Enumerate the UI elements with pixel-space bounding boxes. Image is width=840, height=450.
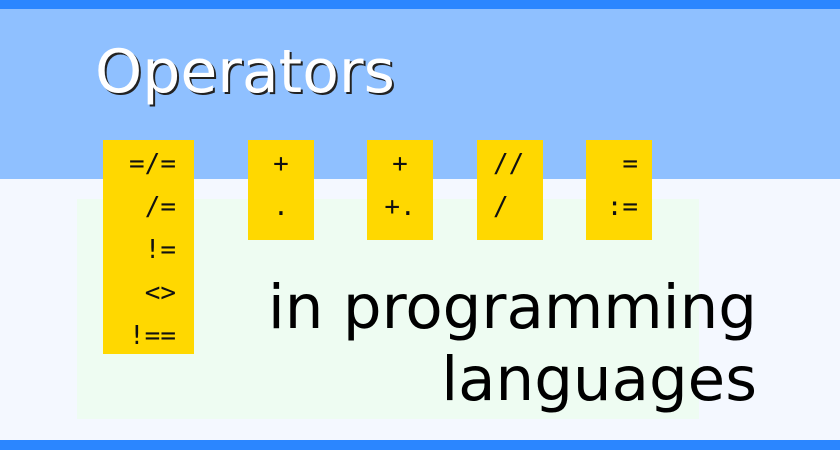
operator: !=	[144, 235, 176, 265]
operator: +.	[384, 192, 416, 222]
bottom-border	[0, 440, 840, 450]
banner-title: Operators	[95, 37, 395, 107]
operator: //	[493, 149, 525, 179]
operator: +	[273, 149, 289, 179]
subtitle-line-2: languages	[441, 344, 757, 415]
operator-box-inequality: =/= /= != <> !==	[103, 140, 194, 354]
operator-box-addition: + +.	[367, 140, 433, 240]
operator-box-division: // /	[477, 140, 543, 240]
operator-box-assignment: = :=	[586, 140, 652, 240]
operator: +	[392, 149, 408, 179]
operator: <>	[144, 278, 176, 308]
operator: /=	[144, 192, 176, 222]
operator-box-concat: + .	[248, 140, 314, 240]
operator: =	[622, 149, 638, 179]
operator: !==	[129, 321, 176, 351]
operator: =/=	[129, 149, 176, 179]
operator: /	[493, 192, 509, 222]
top-border	[0, 0, 840, 9]
operator: :=	[606, 192, 638, 222]
operator: .	[273, 192, 289, 222]
banner-subtitle: in programming languages	[268, 272, 757, 416]
subtitle-line-1: in programming	[267, 272, 757, 343]
